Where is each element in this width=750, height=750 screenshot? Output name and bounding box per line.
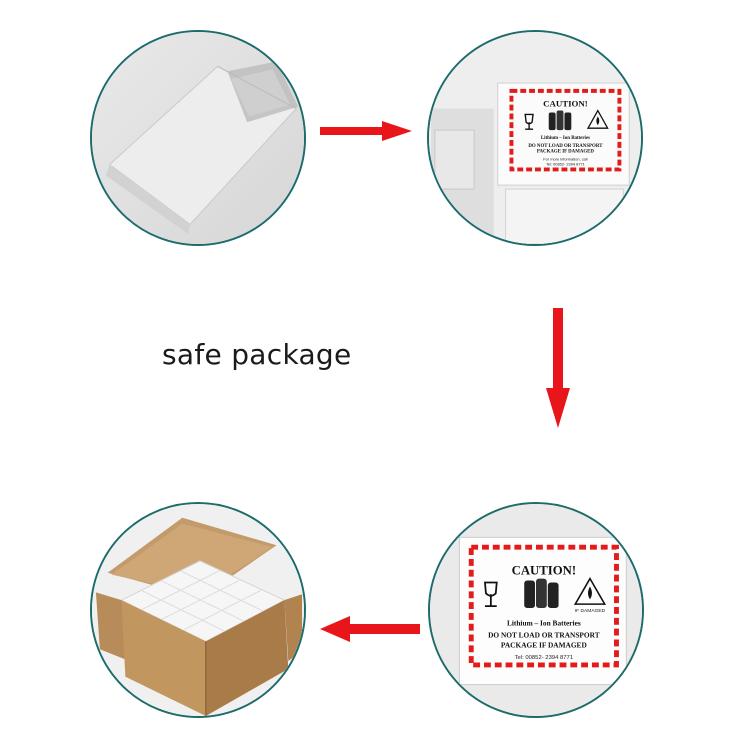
fragile-glass-icon [524, 113, 534, 130]
caution-label-image: CAUTION! IF DAMAGED Lithium – Ion Batter… [430, 504, 642, 716]
pouch-label-image: CAUTION! Lithium – Ion Batteries DO NOT … [429, 32, 641, 244]
label-warning-2: PACKAGE IF DAMAGED [501, 640, 587, 649]
step4-cardboard-box-photo [90, 502, 306, 718]
battery-cells-icon [524, 578, 559, 609]
caption-text: safe package [162, 338, 352, 371]
fragile-glass-icon [483, 581, 498, 607]
label-warning-1: DO NOT LOAD OR TRANSPORT [488, 630, 600, 639]
flame-warning-icon [573, 577, 607, 605]
damaged-tag: IF DAMAGED [575, 608, 606, 614]
label-phone: Tel: 00852- 2394 8771 [515, 655, 573, 661]
label-info: For more information, call [543, 157, 587, 162]
label-phone: Tel: 00852- 2394 8771 [546, 161, 585, 166]
label-subtitle: Lithium – Ion Batteries [541, 136, 590, 141]
battery-cells-icon [548, 110, 572, 131]
arrow-right-icon [320, 121, 412, 141]
cardboard-box-image [92, 504, 304, 716]
label-warning-2: PACKAGE IF DAMAGED [537, 150, 595, 155]
label-subtitle: Lithium – Ion Batteries [507, 619, 581, 628]
arrow-left-icon [320, 616, 420, 642]
arrow-down-icon [546, 308, 570, 428]
step2-pouch-with-label-photo: CAUTION! Lithium – Ion Batteries DO NOT … [427, 30, 643, 246]
label-warning-1: DO NOT LOAD OR TRANSPORT [528, 144, 603, 149]
step1-battery-sleeve-photo [90, 30, 306, 246]
flame-warning-icon [586, 109, 609, 129]
caution-title: CAUTION! [543, 99, 588, 109]
step3-caution-label-closeup-photo: CAUTION! IF DAMAGED Lithium – Ion Batter… [428, 502, 644, 718]
battery-sleeve-image [92, 32, 304, 244]
caution-title: CAUTION! [512, 564, 576, 578]
